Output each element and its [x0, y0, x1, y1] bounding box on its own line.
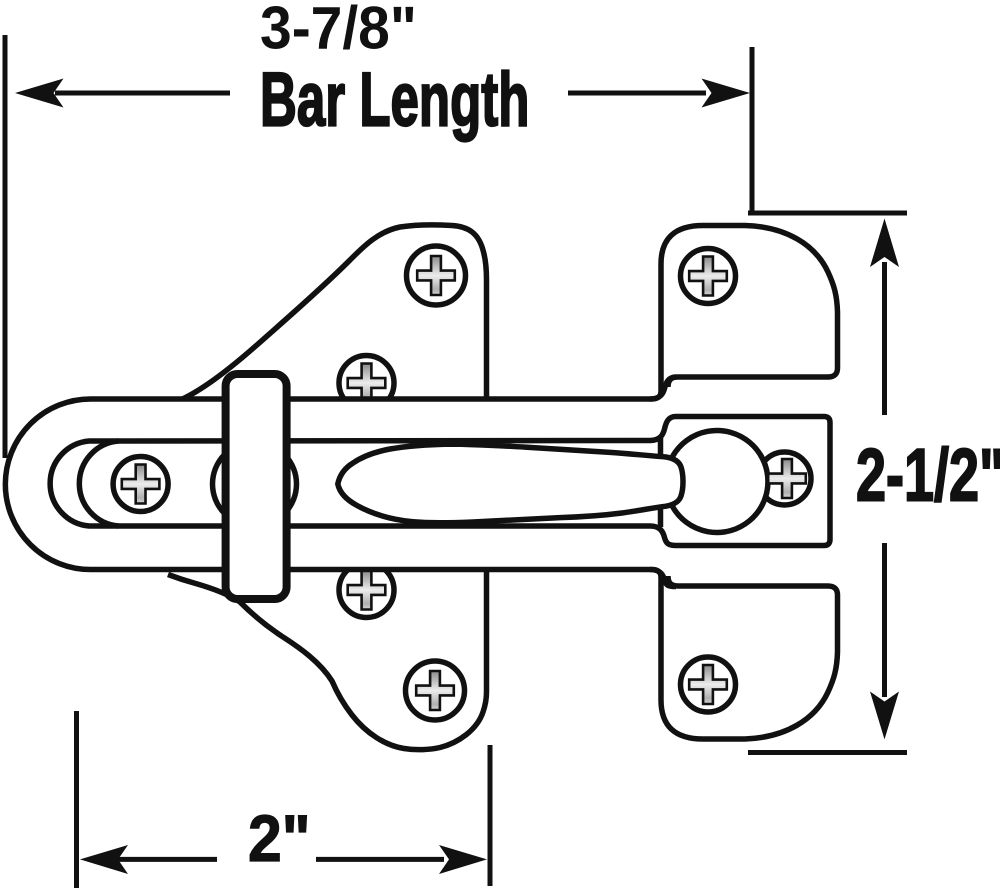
- svg-text:2-1/2": 2-1/2": [856, 433, 1000, 516]
- svg-text:Bar Length: Bar Length: [260, 56, 530, 142]
- svg-text:2": 2": [248, 803, 311, 876]
- svg-text:3-7/8": 3-7/8": [260, 0, 417, 62]
